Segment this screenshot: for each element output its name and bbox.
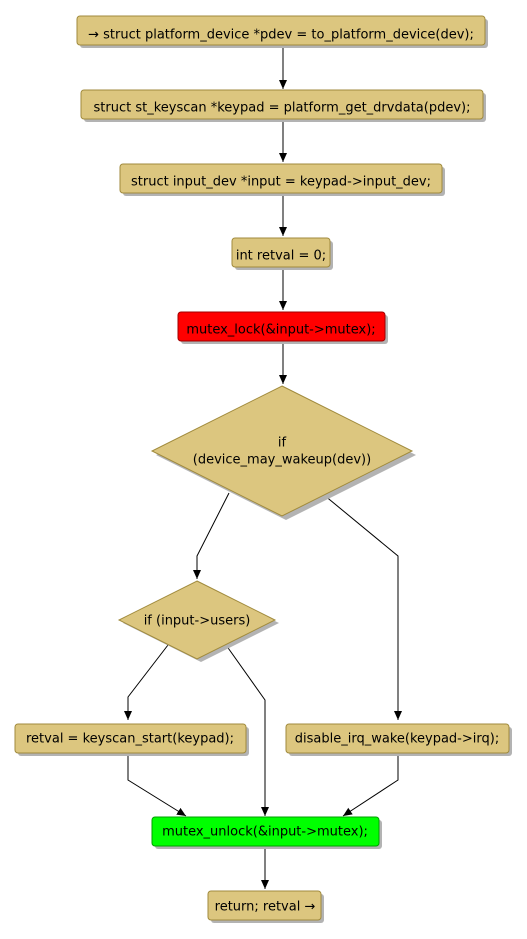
node-mutex-unlock-label: mutex_unlock(&input->mutex); [162, 825, 368, 840]
edge-d1-d2 [193, 492, 230, 579]
node-return-label: return; retval → [215, 900, 316, 915]
node-platform-get-drvdata: struct st_keyscan *keypad = platform_get… [80, 89, 486, 122]
node-disable-irq-wake-label: disable_irq_wake(keypad->irq); [295, 732, 499, 747]
decision-device-may-wakeup-line1: if [278, 436, 287, 451]
edge-d2-n6 [124, 644, 169, 720]
node-input-dev-label: struct input_dev *input = keypad->input_… [131, 175, 431, 190]
node-to-platform-device: → struct platform_device *pdev = to_plat… [76, 15, 488, 48]
node-int-retval-label: int retval = 0; [236, 249, 326, 264]
node-keyscan-start-label: retval = keyscan_start(keypad); [26, 732, 234, 747]
node-mutex-lock: mutex_lock(&input->mutex); [177, 311, 388, 344]
node-to-platform-device-label: → struct platform_device *pdev = to_plat… [88, 28, 474, 43]
node-mutex-lock-label: mutex_lock(&input->mutex); [186, 323, 375, 338]
decision-device-may-wakeup-line2: (device_may_wakeup(dev)) [193, 453, 371, 468]
decision-device-may-wakeup: if (device_may_wakeup(dev)) [150, 385, 416, 520]
decision-input-users: if (input->users) [117, 580, 279, 662]
edge-n7-n8 [342, 752, 399, 817]
node-int-retval: int retval = 0; [231, 237, 333, 270]
edge-d2-n8 [225, 644, 269, 816]
node-mutex-unlock: mutex_unlock(&input->mutex); [151, 816, 382, 849]
node-disable-irq-wake: disable_irq_wake(keypad->irq); [285, 723, 512, 756]
edge-n6-n8 [127, 752, 187, 817]
decision-input-users-label: if (input->users) [144, 614, 251, 629]
node-return: return; retval → [207, 890, 324, 923]
node-keyscan-start: retval = keyscan_start(keypad); [14, 723, 249, 756]
node-platform-get-drvdata-label: struct st_keyscan *keypad = platform_get… [94, 101, 471, 116]
node-input-dev: struct input_dev *input = keypad->input_… [119, 163, 445, 196]
edge-d1-n7 [323, 494, 402, 720]
